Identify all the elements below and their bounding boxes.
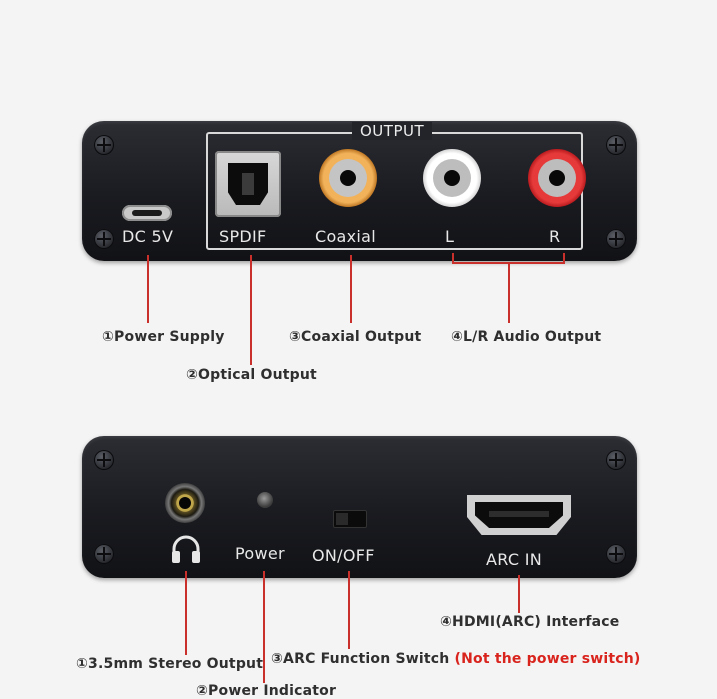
headphone-icon — [172, 535, 200, 563]
right-label: R — [549, 227, 561, 246]
screw-icon — [606, 450, 626, 470]
callout-hdmi-interface: ④HDMI(ARC) Interface — [440, 614, 620, 630]
power-led — [257, 492, 273, 508]
callout-optical-output: ②Optical Output — [186, 367, 317, 383]
coaxial-label: Coaxial — [315, 227, 377, 246]
onoff-label: ON/OFF — [312, 546, 375, 565]
callout-lr-audio-output: ④L/R Audio Output — [451, 329, 602, 345]
arc-in-label: ARC IN — [486, 550, 543, 569]
screw-icon — [606, 229, 626, 249]
screw-icon — [94, 229, 114, 249]
hdmi-arc-port — [467, 495, 571, 535]
power-label: Power — [235, 544, 285, 563]
input-panel: Power ON/OFF ARC IN — [82, 436, 637, 578]
screw-icon — [606, 544, 626, 564]
callout-arc-switch: ③ARC Function Switch (Not the power swit… — [271, 651, 641, 667]
screw-icon — [94, 135, 114, 155]
stereo-jack — [165, 483, 205, 523]
left-label: L — [445, 227, 455, 246]
output-title: OUTPUT — [352, 122, 433, 140]
dc-label: DC 5V — [122, 227, 174, 246]
coaxial-port — [319, 149, 377, 207]
callout-power-indicator: ②Power Indicator — [196, 683, 337, 699]
dc-power-port — [122, 205, 172, 221]
arc-switch-text: ③ARC Function Switch — [271, 651, 450, 667]
arc-switch — [333, 510, 367, 528]
output-panel: DC 5V OUTPUT SPDIF Coaxial L R — [82, 121, 637, 261]
callout-stereo-output: ①3.5mm Stereo Output — [76, 656, 264, 672]
callout-coaxial-output: ③Coaxial Output — [289, 329, 422, 345]
optical-port — [215, 151, 281, 217]
screw-icon — [94, 544, 114, 564]
callout-power-supply: ①Power Supply — [102, 329, 225, 345]
screw-icon — [606, 135, 626, 155]
spdif-label: SPDIF — [219, 227, 267, 246]
arc-switch-warning: (Not the power switch) — [454, 651, 641, 667]
screw-icon — [94, 450, 114, 470]
left-audio-port — [423, 149, 481, 207]
right-audio-port — [528, 149, 586, 207]
